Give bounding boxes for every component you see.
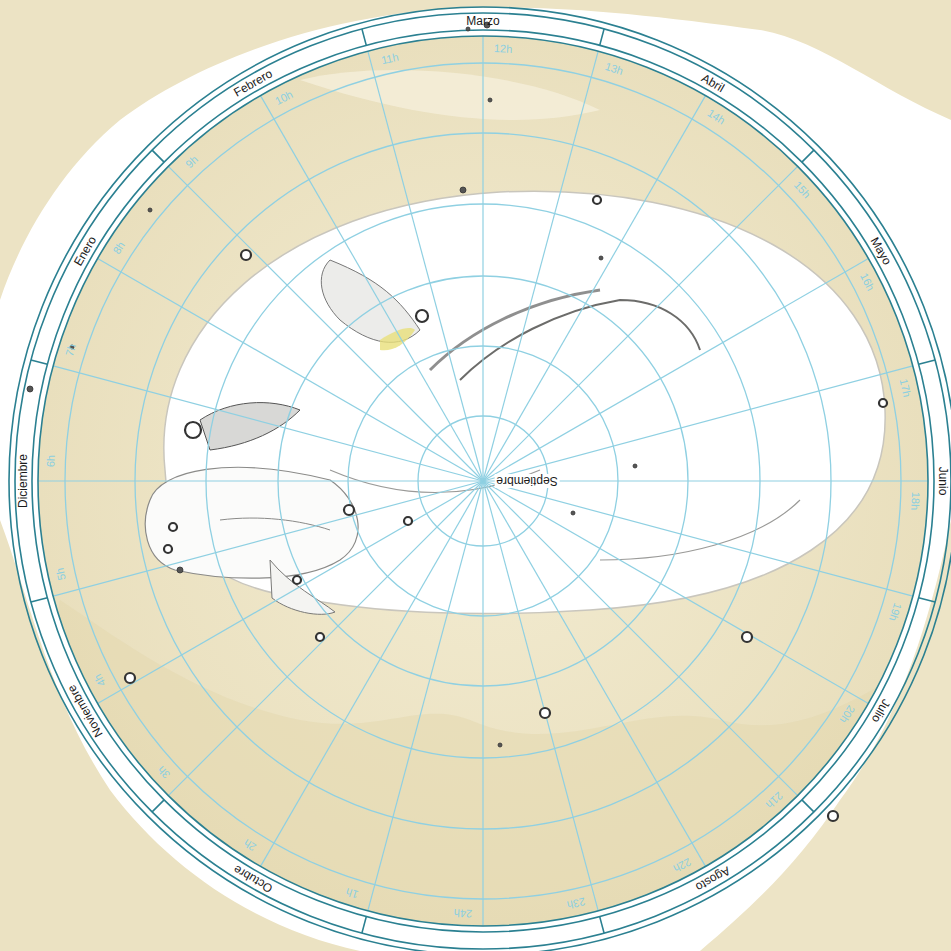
hour-line bbox=[261, 96, 484, 481]
star-symbol bbox=[241, 250, 251, 260]
hour-line bbox=[483, 166, 798, 481]
star-symbol bbox=[185, 422, 201, 438]
star-symbol bbox=[540, 708, 550, 718]
month-label: Marzo bbox=[466, 15, 499, 27]
hour-line bbox=[53, 481, 483, 596]
month-divider bbox=[919, 360, 936, 364]
month-divider bbox=[802, 800, 814, 812]
month-divider bbox=[600, 29, 604, 46]
hour-line bbox=[483, 96, 706, 481]
month-label: Septiembre bbox=[494, 474, 559, 488]
hour-label: 24h bbox=[454, 907, 473, 919]
hour-label: 18h bbox=[909, 491, 921, 510]
star-symbol bbox=[164, 545, 172, 553]
hour-line bbox=[483, 259, 868, 482]
month-divider bbox=[362, 917, 366, 934]
star-symbol bbox=[177, 567, 183, 573]
month-label: Diciembre bbox=[17, 454, 29, 508]
month-divider bbox=[362, 29, 366, 46]
star-symbol bbox=[571, 511, 575, 515]
hour-label: 6h bbox=[46, 455, 58, 468]
star-symbol bbox=[27, 386, 33, 392]
star-symbol bbox=[416, 310, 428, 322]
star-symbol bbox=[828, 811, 838, 821]
hour-line bbox=[368, 481, 483, 911]
month-divider bbox=[152, 800, 164, 812]
star-symbol bbox=[169, 523, 177, 531]
hour-line bbox=[483, 481, 598, 911]
month-divider bbox=[600, 917, 604, 934]
hour-line bbox=[482, 481, 483, 926]
hour-line bbox=[483, 481, 913, 596]
hour-line bbox=[483, 51, 598, 481]
hour-label: 12h bbox=[493, 43, 512, 55]
month-divider bbox=[31, 598, 48, 602]
star-symbol bbox=[404, 517, 412, 525]
star-symbol bbox=[125, 673, 135, 683]
hour-line bbox=[483, 481, 798, 796]
hour-line bbox=[368, 51, 483, 481]
month-label: Junio bbox=[937, 467, 949, 496]
star-symbol bbox=[633, 464, 637, 468]
hour-line bbox=[168, 166, 483, 481]
hour-line bbox=[483, 481, 706, 866]
star-symbol bbox=[593, 196, 601, 204]
month-divider bbox=[919, 598, 936, 602]
hour-line bbox=[38, 480, 483, 481]
month-divider bbox=[152, 150, 164, 162]
hour-line bbox=[53, 366, 483, 481]
star-symbol bbox=[460, 187, 466, 193]
hour-line bbox=[482, 36, 483, 481]
star-symbol bbox=[879, 399, 887, 407]
hour-line bbox=[261, 481, 484, 866]
hour-line bbox=[483, 481, 868, 704]
month-label: Abril bbox=[700, 71, 727, 93]
star-symbol bbox=[742, 632, 752, 642]
hour-line bbox=[168, 481, 483, 796]
star-symbol bbox=[498, 743, 502, 747]
star-symbol bbox=[293, 576, 301, 584]
star-symbol bbox=[599, 256, 603, 260]
hour-line bbox=[483, 366, 913, 481]
star-symbol bbox=[344, 505, 354, 515]
star-symbol bbox=[488, 98, 492, 102]
month-divider bbox=[31, 360, 48, 364]
hour-line bbox=[98, 481, 483, 704]
month-divider bbox=[802, 150, 814, 162]
hour-line bbox=[98, 259, 483, 482]
star-symbol bbox=[466, 27, 470, 31]
star-symbol bbox=[148, 208, 152, 212]
star-symbol bbox=[316, 633, 324, 641]
